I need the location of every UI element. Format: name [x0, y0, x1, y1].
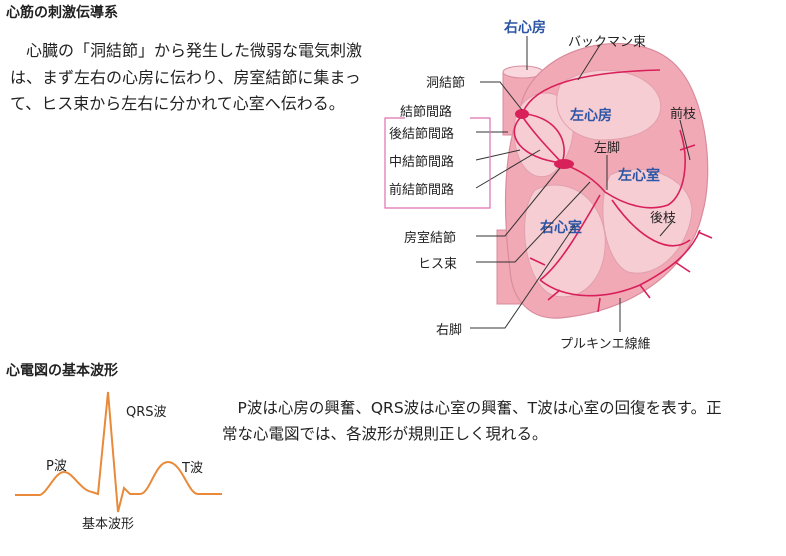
- section1-text: 心臓の「洞結節」から発生した微弱な電気刺激は、まず左右の心房に伝わり、房室結節に…: [10, 41, 363, 113]
- left-ventricle-label: 左心室: [617, 167, 660, 184]
- purkinje-path-1: [539, 229, 701, 297]
- bachmann-label: バックマン束: [568, 35, 646, 50]
- av-node-label: 房室結節: [404, 230, 456, 246]
- qrs-wave-label: QRS波: [126, 405, 167, 420]
- anterior-branch-label: 前枝: [670, 106, 696, 122]
- internodal-bracket: [384, 117, 491, 209]
- internodal-path-middle: [521, 115, 563, 164]
- purkinje-path-2: [529, 144, 713, 313]
- posterior-branch-path: [611, 199, 691, 247]
- left-bundle-label: 左脚: [594, 140, 620, 156]
- ecg-waveform: [15, 391, 222, 513]
- sa-node-marker: [515, 109, 529, 119]
- right-bundle-path: [539, 194, 601, 281]
- posterior-internodal-label: 後結節間路: [389, 126, 454, 142]
- middle-internodal-label: 中結節間路: [389, 154, 454, 170]
- internodal-path-posterior: [513, 117, 563, 164]
- internodal-path-anterior: [525, 113, 565, 164]
- heart-diagram: 右心房 左心房 左心室 右心室 バックマン束 洞結節 結節間路 後結節間路 中結…: [384, 19, 713, 352]
- left-atrium-chamber: [556, 69, 662, 141]
- internodal-label: 結節間路: [400, 104, 452, 120]
- right-atrium-label: 右心房: [503, 19, 546, 36]
- t-wave-label: T波: [181, 461, 203, 476]
- left-atrium-label: 左心房: [569, 107, 612, 124]
- left-bundle-path: [604, 129, 686, 209]
- right-bundle-label: 右脚: [436, 322, 462, 338]
- conduction-system: [513, 69, 713, 313]
- ecg-caption: 基本波形: [82, 517, 134, 532]
- anterior-internodal-label: 前結節間路: [389, 182, 454, 198]
- section1-title: 心筋の刺激伝導系: [6, 5, 118, 21]
- section2-title: 心電図の基本波形: [6, 363, 118, 379]
- ecg-diagram: P波 QRS波 T波 基本波形: [15, 391, 222, 532]
- sa-node-label: 洞結節: [426, 76, 465, 91]
- posterior-branch-label: 後枝: [650, 211, 676, 226]
- section2-text: P波は心房の興奮、QRS波は心室の興奮、T波は心室の回復を表す。正常な心電図では…: [222, 399, 722, 443]
- bachmann-bundle-path: [522, 69, 661, 113]
- purkinje-label: プルキンエ線維: [560, 336, 651, 352]
- av-node-marker: [554, 159, 574, 169]
- his-bundle-label: ヒス束: [418, 257, 457, 272]
- right-ventricle-label: 右心室: [539, 219, 582, 236]
- p-wave-label: P波: [46, 459, 67, 474]
